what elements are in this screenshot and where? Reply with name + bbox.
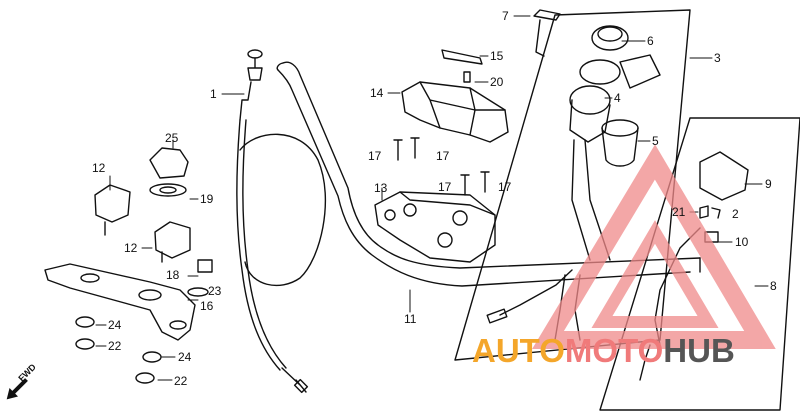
part-label: 1 [210, 87, 217, 101]
handlebar [276, 61, 701, 287]
part-labels: 1 2 3 4 5 6 7 8 9 10 11 12 12 13 14 15 1… [92, 9, 777, 388]
part-label: 14 [370, 86, 384, 100]
part-label: 21 [672, 205, 686, 219]
part-label: 22 [108, 339, 122, 353]
part-label: 22 [174, 374, 188, 388]
part-label: 19 [200, 192, 214, 206]
left-clamp-parts [94, 147, 191, 263]
part-label: 17 [368, 149, 382, 163]
watermark-triangle-icon [532, 144, 776, 349]
part-label: 10 [735, 235, 749, 249]
part-label: 8 [770, 279, 777, 293]
clamp-15 [441, 49, 483, 83]
part-label: 7 [502, 9, 509, 23]
part-label: 12 [92, 161, 106, 175]
cable-loop [239, 133, 327, 287]
relay-9 [699, 151, 749, 201]
bolts-17 [393, 137, 490, 196]
part-label: 18 [166, 268, 180, 282]
part-label: 23 [208, 284, 222, 298]
part-label: 9 [765, 177, 772, 191]
assembly-frame-8 [599, 117, 800, 411]
part-label: 15 [490, 49, 504, 63]
part-label: 12 [124, 241, 138, 255]
part-label: 13 [374, 181, 388, 195]
part-label: 20 [490, 75, 504, 89]
part-label: 25 [165, 131, 179, 145]
handlebar-holder-upper [401, 81, 509, 143]
fwd-arrow-icon [6, 378, 28, 400]
part-label: 24 [108, 318, 122, 332]
part-label: 17 [498, 180, 512, 194]
part-label: 11 [404, 312, 417, 326]
indicator-cup [601, 119, 639, 167]
part-label: 6 [647, 34, 654, 48]
part-label: 16 [200, 299, 214, 313]
fwd-label: FWD [16, 361, 38, 383]
leader-lines [95, 15, 769, 381]
watermark-auto: AUTO [472, 332, 565, 369]
part-label: 17 [436, 149, 450, 163]
part-label: 2 [732, 207, 739, 221]
part-label: 24 [178, 350, 192, 364]
part-label: 5 [652, 134, 659, 148]
handlebar-holder-lower [374, 191, 496, 263]
part-label: 4 [614, 91, 621, 105]
bracket-16 [44, 263, 196, 341]
washers-nuts [75, 259, 213, 384]
part-label: 17 [438, 180, 452, 194]
part-label: 3 [714, 51, 721, 65]
watermark: AUTOMOTOHUB [472, 332, 735, 369]
watermark-moto: MOTO [565, 332, 663, 369]
ignition-switch [533, 9, 661, 261]
watermark-hub: HUB [663, 332, 735, 369]
